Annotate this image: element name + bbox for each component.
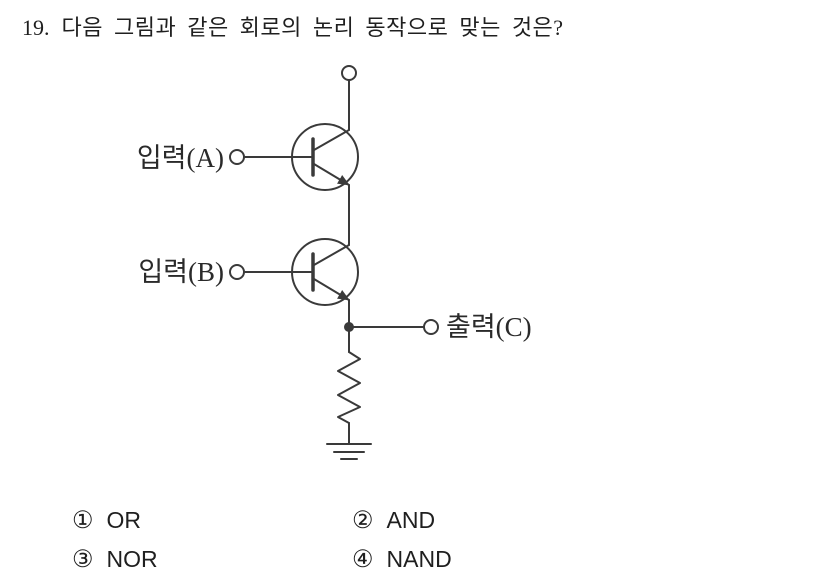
transistor-a: [243, 123, 359, 191]
option-nand[interactable]: ④ NAND: [352, 545, 452, 574]
question-number: 19.: [22, 15, 50, 40]
input-a-terminal: [229, 149, 245, 165]
resistor: [337, 351, 361, 424]
option-nand-label: NAND: [386, 546, 452, 572]
option-nor-marker: ③: [72, 547, 94, 573]
option-or-marker: ①: [72, 508, 94, 534]
option-and-label: AND: [386, 507, 436, 533]
input-b-terminal: [229, 264, 245, 280]
option-and[interactable]: ② AND: [352, 506, 435, 535]
option-and-marker: ②: [352, 508, 374, 534]
vcc-terminal: [341, 65, 357, 81]
input-b-label: 입력(B): [138, 257, 224, 287]
option-nor-label: NOR: [106, 546, 158, 572]
input-a-label: 입력(A): [136, 143, 224, 173]
option-nor[interactable]: ③ NOR: [72, 545, 158, 574]
wires: [348, 79, 425, 445]
question-line: 19. 다음 그림과 같은 회로의 논리 동작으로 맞는 것은?: [22, 10, 564, 42]
transistor-b: [243, 238, 359, 306]
output-node-dot: [344, 322, 354, 332]
option-or-label: OR: [106, 507, 142, 533]
output-label: 출력(C): [446, 312, 532, 342]
output-terminal: [423, 319, 439, 335]
option-nand-marker: ④: [352, 547, 374, 573]
option-or[interactable]: ① OR: [72, 506, 141, 535]
ground-symbol: [326, 443, 372, 460]
question-text: 다음 그림과 같은 회로의 논리 동작으로 맞는 것은?: [61, 15, 564, 40]
